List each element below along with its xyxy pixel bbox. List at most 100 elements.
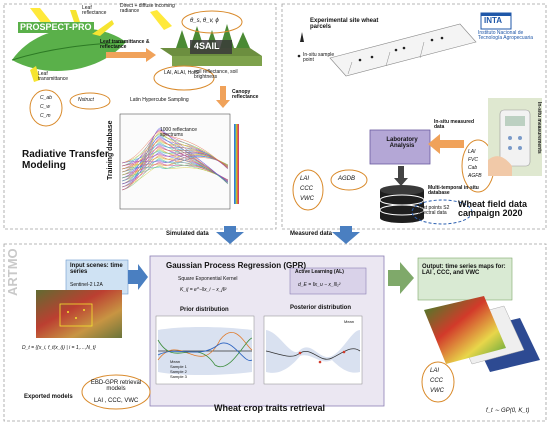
leaf-transmittance-label: Leaf transmittance — [38, 71, 69, 83]
gp-formula: f_t ∼ GP(0, K_t) — [486, 408, 530, 414]
arrow-input-to-gpr — [128, 264, 148, 290]
spectrum-line — [121, 161, 229, 185]
site-title: Experimental site wheat parcels — [310, 18, 379, 31]
leaf-param-cm: C_m — [40, 113, 51, 119]
spectrum-line — [121, 142, 229, 176]
spectrum-line — [121, 149, 229, 170]
map-var-ccc: CCC — [430, 378, 443, 384]
leaf-param-cab: C_ab — [40, 95, 52, 101]
arrow-canopy-reflectance — [216, 86, 230, 108]
inta-logo-text: INTA — [484, 16, 503, 25]
svg-text:Training database: Training database — [107, 120, 114, 180]
sample-point-label: In-situ sample point — [303, 52, 335, 64]
spectrum-line — [121, 157, 229, 191]
lab-analysis-label: Laboratory Analysis — [386, 137, 418, 150]
arrow-gpr-to-output — [388, 262, 414, 294]
spectrum-line — [121, 131, 229, 185]
al-title: Active Learning (AL) — [295, 269, 344, 275]
posterior-confidence-band — [266, 330, 360, 373]
posterior-legend-0: Mean — [344, 319, 355, 324]
ebd-vars: LAI , CCC, VWC — [94, 398, 139, 404]
output-title: Output: time series maps for: LAI , CCC,… — [422, 264, 506, 277]
ebd-title: EBD-GPR retrieval models — [90, 380, 142, 393]
gpr-section-title: Wheat crop traits retrieval — [214, 403, 326, 413]
prospect-pro-label: PROSPECT-PRO — [18, 22, 94, 34]
sample-point-icon — [297, 54, 301, 58]
test-points-label: Test points S2 spectral data — [418, 205, 450, 217]
db-var-lai: LAI — [300, 176, 310, 182]
spectrum-line — [121, 145, 229, 185]
output-map-1 — [424, 296, 506, 364]
meas-lai: LAI — [468, 149, 476, 155]
al-formula: d_E = ‖x_u − x_l‖₂² — [298, 282, 341, 288]
spectra-plot — [119, 113, 231, 210]
spectrum-line — [121, 140, 229, 170]
meas-cab: Cab — [468, 165, 478, 171]
db-var-ccc: CCC — [300, 186, 313, 192]
geometry-symbols: θ_s, θ_v, ϕ — [190, 18, 219, 24]
spectrum-line — [121, 156, 229, 170]
leaf-rt-label: Leaf transmittance & reflectance — [100, 39, 150, 51]
simulated-data-label: Simulated data — [166, 231, 209, 237]
prior-title: Prior distribution — [180, 307, 229, 313]
map-var-lai: LAI — [430, 368, 440, 374]
spectrum-line — [121, 154, 229, 188]
spectrum-line — [121, 128, 229, 184]
spectrum-line — [121, 139, 229, 173]
prior-legend-0: Mean — [170, 359, 181, 364]
canopy-params: LAI, ALAI, HotS — [164, 70, 199, 76]
db-var-vwc: VWC — [300, 196, 314, 202]
leaf-param-cw: C_w — [40, 104, 51, 110]
arrow-measured-data — [332, 226, 360, 244]
lab-analysis-box — [369, 129, 431, 165]
agdb-label: AGDB — [338, 176, 356, 182]
spectra-colorbar — [234, 124, 239, 204]
spectra-lines — [121, 127, 229, 191]
spectrum-line — [121, 164, 229, 188]
exported-label: Exported models — [24, 394, 73, 400]
measured-data-label: Measured data — [290, 231, 333, 237]
spectra-count-label: 1000 reflectance spectrums — [160, 127, 197, 139]
prior-sample-line — [157, 332, 253, 361]
spectrum-line — [121, 129, 229, 173]
parcel-strip — [329, 23, 477, 77]
sun-ray-icon — [150, 10, 172, 30]
soil-params: soil reflectance, soil brightness — [194, 69, 238, 81]
spectrum-line — [121, 132, 229, 176]
posterior-observation-point — [342, 350, 346, 354]
posterior-title: Posterior distribution — [290, 305, 352, 311]
spectrum-line — [121, 164, 229, 185]
prior-sample-line — [157, 337, 253, 368]
artmo-watermark: ARTMO — [5, 248, 20, 296]
insitu-measured-label: In-situ measured data — [434, 119, 475, 131]
leaf-icon — [12, 28, 126, 72]
multitemporal-label: Multi-temporal in-situ database — [428, 185, 479, 197]
inta-name: Instituto Nacional de Tecnología Agropec… — [478, 30, 534, 42]
posterior-mean-line — [265, 348, 361, 360]
spectrum-line — [121, 134, 229, 188]
output-box — [417, 257, 513, 301]
posterior-observation-point — [318, 360, 322, 364]
input-sub: Sentinel-2 L2A — [70, 282, 103, 288]
gpr-title: Gaussian Process Regression (GPR) — [166, 261, 307, 270]
spectrum-line — [121, 144, 229, 188]
arrow-simulated-data — [216, 226, 244, 244]
input-title: Input scenes: time series — [70, 263, 123, 276]
prior-legend-1: Sample 1 — [170, 364, 187, 369]
active-learning-box — [289, 267, 367, 295]
direct-diffuse-label: Direct + diffuse incoming radiance — [120, 3, 175, 15]
spectrum-line — [121, 130, 229, 170]
spectrum-line — [121, 138, 229, 184]
spectrum-line — [121, 135, 229, 185]
spectrum-line — [121, 137, 229, 191]
database-icon — [379, 185, 425, 223]
spectrum-line — [121, 141, 229, 185]
meas-agfb: AGFB — [468, 173, 482, 179]
spectrum-line — [121, 154, 229, 169]
kernel-title: Square Exponential Kernel — [178, 276, 238, 282]
arrow-insitu-to-lab — [428, 134, 464, 154]
insitu-measurements-label: In-situ measurements — [536, 102, 542, 154]
arrow-leaf-to-sail — [106, 48, 156, 62]
